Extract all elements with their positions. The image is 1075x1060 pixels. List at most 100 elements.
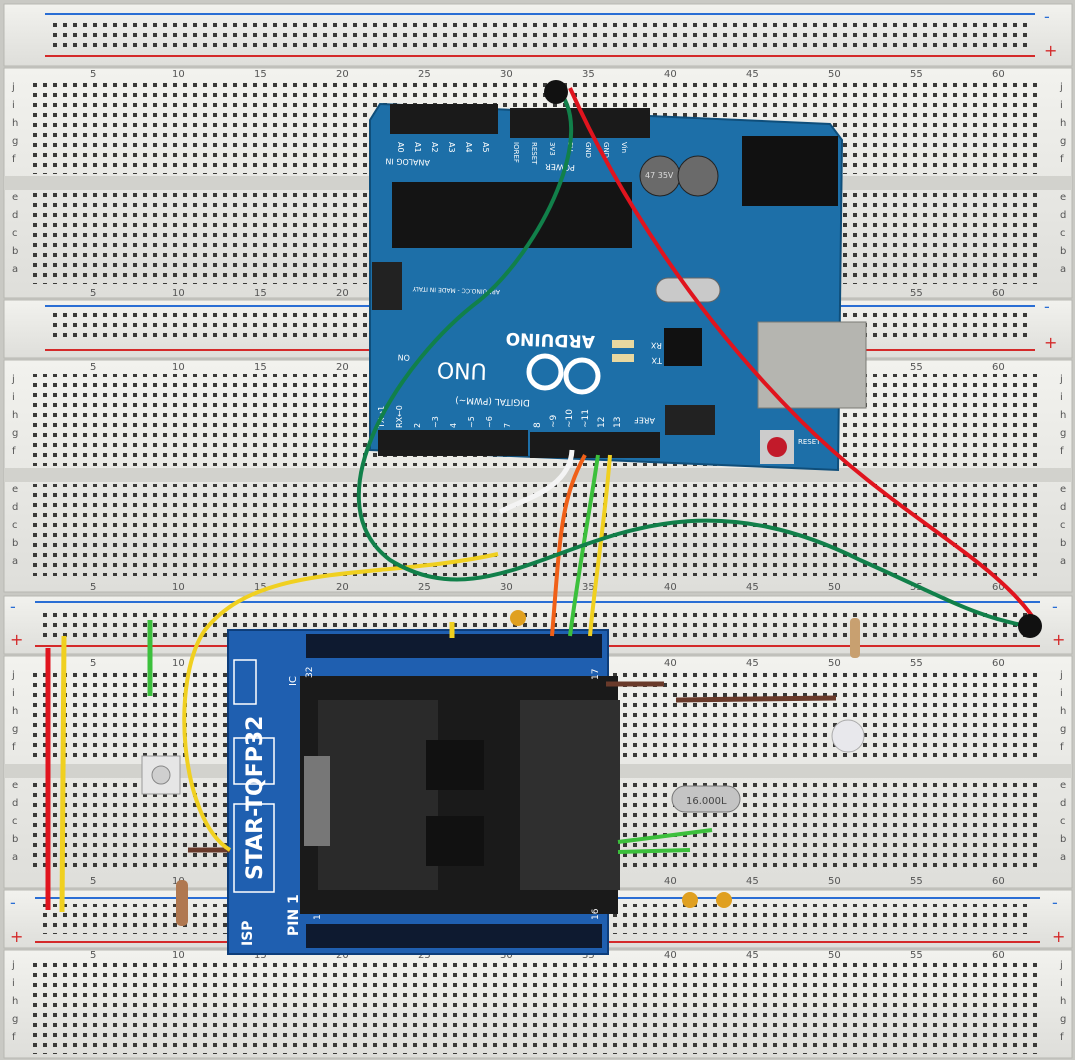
led-rx	[612, 340, 634, 348]
row-letter: h	[1060, 996, 1066, 1007]
rail-minus-label: -	[10, 893, 16, 912]
resistor	[850, 618, 860, 658]
digital-pin-label: ~3	[431, 416, 440, 428]
column-number: 35	[582, 950, 595, 961]
adapter-pin-row-bottom	[306, 924, 602, 948]
rail-plus-label: +	[10, 630, 23, 649]
arduino-logo	[526, 353, 601, 395]
row-letter: h	[12, 410, 18, 421]
rail-minus-label: -	[1044, 297, 1050, 316]
row-letter: j	[1059, 670, 1063, 681]
analog-pin-label: A0	[396, 142, 405, 153]
row-letter: c	[12, 816, 18, 827]
digital-pin-label: ~6	[485, 416, 494, 428]
row-letter: d	[12, 798, 18, 809]
rx-label: RX	[650, 341, 662, 350]
row-letter: f	[1060, 1032, 1064, 1043]
column-number: 50	[828, 658, 841, 669]
column-number: 5	[90, 950, 96, 961]
row-letter: b	[1060, 246, 1066, 257]
row-letter: b	[12, 538, 18, 549]
column-number: 40	[664, 876, 677, 887]
column-number: 60	[992, 362, 1005, 373]
power-pin-label: GND	[602, 142, 610, 158]
column-number: 20	[336, 288, 349, 299]
rail-plus-label: +	[1052, 630, 1065, 649]
arduino-model-text: UNO	[436, 356, 487, 383]
row-letter: f	[1060, 154, 1064, 165]
digital-pin-label: 13	[613, 417, 623, 428]
rail-holes	[50, 20, 1030, 50]
column-number: 40	[664, 950, 677, 961]
ceramic-capacitor	[716, 892, 732, 908]
row-letter: f	[1060, 742, 1064, 753]
power-label: POWER	[545, 162, 575, 172]
digital-pin-label: ~9	[549, 414, 559, 428]
column-number: 45	[746, 876, 759, 887]
digital-label: DIGITAL (PWM~)	[455, 394, 530, 407]
digital-pin-label: 12	[597, 417, 607, 428]
row-letter: i	[1060, 688, 1063, 699]
row-letter: i	[12, 688, 15, 699]
row-letter: g	[1060, 1014, 1066, 1025]
row-letter: c	[1060, 520, 1066, 531]
row-letter: e	[1060, 484, 1066, 495]
column-number: 60	[992, 288, 1005, 299]
column-number: 10	[172, 288, 185, 299]
row-letter: b	[1060, 538, 1066, 549]
row-letter: d	[1060, 502, 1066, 513]
column-number: 5	[90, 69, 96, 80]
row-letter: a	[1060, 556, 1066, 567]
row-letter: a	[12, 852, 18, 863]
row-letter: e	[1060, 780, 1066, 791]
row-letter: f	[12, 154, 16, 165]
jumper-wires	[45, 80, 1042, 913]
digital-pin-label: 2	[413, 423, 422, 428]
push-button	[141, 755, 181, 795]
row-letter: i	[1060, 392, 1063, 403]
row-letter: d	[1060, 798, 1066, 809]
column-number: 10	[172, 658, 185, 669]
row-letter: h	[1060, 706, 1066, 717]
digital-pin-label: ~10	[565, 409, 575, 428]
tx-label: TX	[651, 356, 663, 365]
column-number: 10	[172, 69, 185, 80]
adapter-pin1-label: PIN 1	[286, 894, 302, 936]
column-number: 60	[992, 69, 1005, 80]
row-letter: e	[12, 192, 18, 203]
wire-red-long	[568, 87, 1042, 630]
wire-white	[498, 449, 575, 515]
column-number: 50	[828, 582, 841, 593]
made-in-label: ARDUINO.CC - MADE IN ITALY	[412, 285, 500, 295]
column-number: 20	[336, 69, 349, 80]
header-analog	[390, 104, 498, 134]
column-number: 5	[90, 658, 96, 669]
digital-pin-label: ~11	[581, 409, 591, 428]
row-letter: e	[12, 484, 18, 495]
header-digital-high	[530, 432, 660, 458]
rail-plus-label: +	[1052, 927, 1065, 946]
adapter-ic-label: IC	[288, 676, 299, 686]
column-number: 35	[582, 69, 595, 80]
row-letter: i	[12, 392, 15, 403]
column-number: 50	[828, 876, 841, 887]
rail-plus-label: +	[10, 927, 23, 946]
column-number: 30	[500, 69, 513, 80]
column-number: 40	[664, 658, 677, 669]
wire-yellow-rail	[59, 635, 67, 913]
row-letter: f	[1060, 446, 1064, 457]
column-number: 55	[910, 288, 923, 299]
usb-chip	[664, 328, 702, 366]
row-letter: e	[1060, 192, 1066, 203]
rail-minus-label: -	[1052, 597, 1058, 616]
row-letter: a	[12, 556, 18, 567]
row-letter: j	[11, 374, 15, 385]
column-number: 55	[910, 876, 923, 887]
column-number: 15	[254, 582, 267, 593]
wire-connector-bottom	[1018, 614, 1042, 638]
row-letter: a	[1060, 264, 1066, 275]
column-number: 55	[910, 950, 923, 961]
analog-pin-label: A4	[464, 142, 473, 153]
column-number: 10	[172, 950, 185, 961]
